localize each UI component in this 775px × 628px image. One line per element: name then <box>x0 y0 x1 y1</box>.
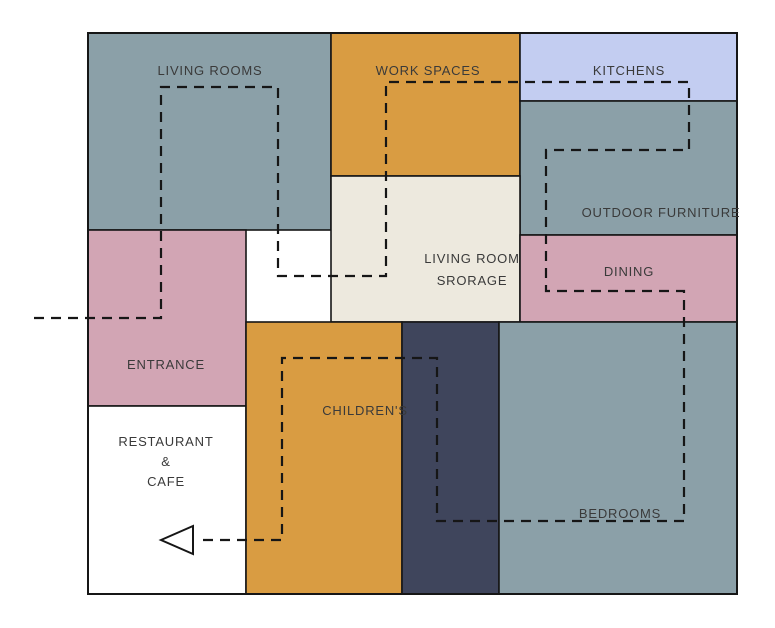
exit-arrow-icon <box>158 524 194 556</box>
label-restaurant-cafe-line-1: RESTAURANT <box>118 434 213 449</box>
region-outdoor-furniture <box>519 100 738 236</box>
label-dining: DINING <box>604 264 654 279</box>
route-layer <box>34 80 691 556</box>
regions-layer <box>87 32 738 595</box>
region-childrens <box>245 321 403 595</box>
label-bedrooms: BEDROOMS <box>579 506 661 521</box>
region-bedrooms <box>498 321 738 595</box>
label-restaurant-cafe-line-2: & <box>161 454 170 469</box>
region-living-room-storage <box>330 175 521 323</box>
label-entrance: ENTRANCE <box>127 357 205 372</box>
label-living-room-storage-line-2: SRORAGE <box>437 273 508 288</box>
floor-plan-outline <box>87 32 738 595</box>
label-living-rooms: LIVING ROOMS <box>158 63 263 78</box>
label-living-room-storage-line-1: LIVING ROOM <box>424 251 519 266</box>
label-kitchens: KITCHENS <box>593 63 665 78</box>
region-restaurant-cafe <box>87 405 247 595</box>
region-living-rooms <box>87 32 332 231</box>
labels-layer: LIVING ROOMS WORK SPACES KITCHENS OUTDOOR F… <box>118 63 741 521</box>
label-childrens: CHILDREN'S <box>322 403 408 418</box>
label-restaurant-cafe-line-3: CAFE <box>147 474 185 489</box>
label-outdoor-furniture: OUTDOOR FURNITURE <box>582 205 741 220</box>
label-work-spaces: WORK SPACES <box>376 63 481 78</box>
region-dining <box>519 234 738 323</box>
region-unlabeled-corridor <box>401 321 500 595</box>
region-work-spaces <box>330 32 521 177</box>
